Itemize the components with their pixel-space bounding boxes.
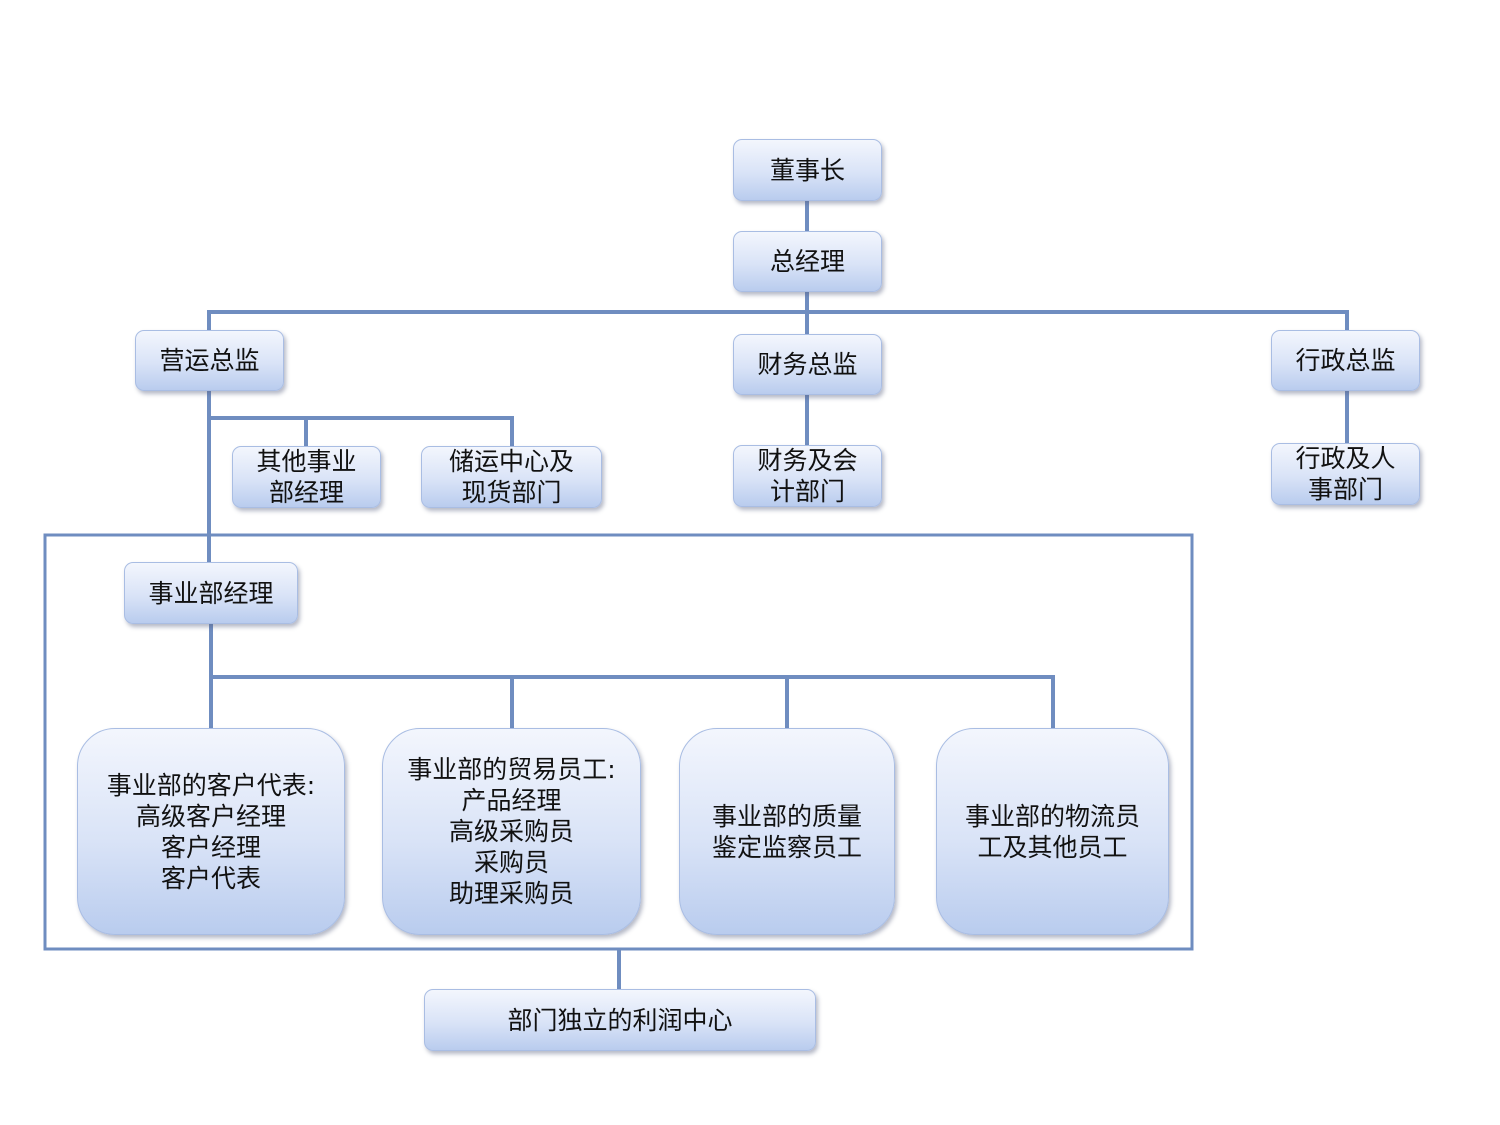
node-other-bu-managers: 其他事业 部经理 <box>232 446 381 508</box>
node-profit-center: 部门独立的利润中心 <box>424 989 816 1051</box>
node-bu-quality: 事业部的质量 鉴定监察员工 <box>679 728 895 935</box>
node-chairman: 董事长 <box>733 139 882 201</box>
node-bu-logistics: 事业部的物流员 工及其他员工 <box>936 728 1169 935</box>
node-ops-director: 营运总监 <box>135 330 284 391</box>
node-bu-manager: 事业部经理 <box>124 562 298 624</box>
node-general-manager: 总经理 <box>733 231 882 292</box>
node-admin-director: 行政总监 <box>1271 330 1420 391</box>
node-finance-director: 财务总监 <box>733 334 882 395</box>
node-bu-trade-staff: 事业部的贸易员工: 产品经理 高级采购员 采购员 助理采购员 <box>382 728 641 935</box>
bu-enclosure-frame <box>43 533 1194 951</box>
node-finance-accounting: 财务及会 计部门 <box>733 445 882 507</box>
node-storage-spot: 储运中心及 现货部门 <box>421 446 602 508</box>
node-bu-customer-reps: 事业部的客户代表: 高级客户经理 客户经理 客户代表 <box>77 728 345 935</box>
node-admin-hr: 行政及人 事部门 <box>1271 443 1420 505</box>
